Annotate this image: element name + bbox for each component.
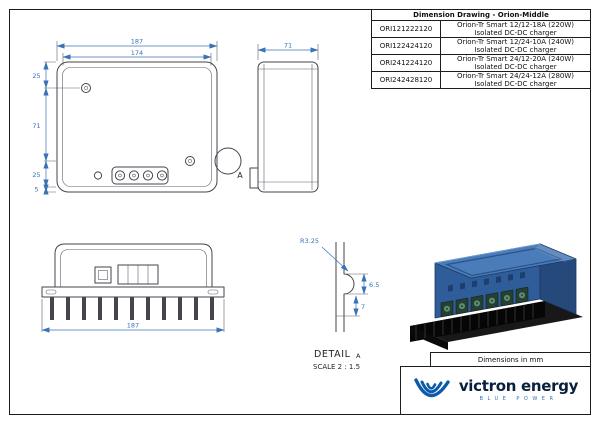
keyhole-slot-bottom <box>185 156 195 166</box>
front-outer-width-dim: 187 <box>131 38 143 46</box>
detail-radius-dim: R3.25 <box>300 237 319 245</box>
front-height-dim-base: 5 <box>34 186 38 194</box>
detail-callout-circle <box>214 147 242 175</box>
detail-scale: SCALE 2 : 1.5 <box>313 363 360 371</box>
bottom-width-dim: 187 <box>127 322 139 330</box>
part-description-cell: Orion-Tr Smart 12/12-18A (220W) Isolated… <box>440 19 591 39</box>
heatsink-fins-front <box>50 297 214 320</box>
side-depth-dim: 71 <box>284 42 292 50</box>
sheet-frame <box>9 9 591 415</box>
front-height-dim-mid: 71 <box>32 122 40 130</box>
heatsink-end <box>410 326 448 350</box>
brand-block: victron energy BLUE POWER <box>400 366 591 415</box>
detail-title-sub: A <box>356 352 361 360</box>
terminal-screws <box>444 292 525 312</box>
part-number-table: Dimension Drawing - Orion-Middle ORI1212… <box>371 9 591 90</box>
keyhole-slot-top <box>81 83 91 93</box>
heatsink-fin-lines <box>415 303 534 340</box>
table-row: ORI241224120 Orion-Tr Smart 24/12-20A (2… <box>371 54 591 73</box>
table-row: ORI242428120 Orion-Tr Smart 24/24-12A (2… <box>371 71 591 90</box>
terminal-block-outline <box>111 166 169 185</box>
side-connector-tab <box>249 167 259 189</box>
detail-a-view: R3.25 6.5 7 DETAIL A SCALE 2 : 1.5 <box>300 237 379 371</box>
side-view: 71 <box>249 42 319 193</box>
front-height-dim-top: 25 <box>32 72 40 80</box>
part-number-cell: ORI242428120 <box>371 71 441 90</box>
table-title: Dimension Drawing - Orion-Middle <box>371 9 591 21</box>
units-label: Dimensions in mm <box>477 356 544 364</box>
heatsink-front <box>410 301 545 342</box>
detail-edge-dim: 7 <box>361 303 365 311</box>
front-vents <box>448 271 525 292</box>
detail-title: DETAIL <box>314 349 351 360</box>
table-row: ORI121222120 Orion-Tr Smart 12/12-18A (2… <box>371 19 591 39</box>
part-description-cell: Orion-Tr Smart 24/12-20A (240W) Isolated… <box>440 54 591 73</box>
brand-text: victron energy BLUE POWER <box>458 377 579 403</box>
victron-logo-icon <box>414 377 450 397</box>
mounting-flange <box>41 286 225 298</box>
table-row: ORI122424120 Orion-Tr Smart 12/24-10A (2… <box>371 37 591 56</box>
top-groove <box>444 247 564 277</box>
part-number-cell: ORI121222120 <box>371 19 441 39</box>
brand-tagline: BLUE POWER <box>479 396 558 402</box>
front-inner-width-dim: 174 <box>131 49 143 57</box>
front-view: A 187 174 25 71 25 5 <box>32 38 243 195</box>
product-render <box>410 243 583 350</box>
part-number-cell: ORI241224120 <box>371 54 441 73</box>
part-number-cell: ORI122424120 <box>371 37 441 56</box>
part-description-cell: Orion-Tr Smart 24/24-12A (280W) Isolated… <box>440 71 591 90</box>
brand-wordmark: victron energy <box>458 377 579 395</box>
bottom-view: 187 <box>41 243 225 333</box>
part-description-cell: Orion-Tr Smart 12/24-10A (240W) Isolated… <box>440 37 591 56</box>
detail-slot-dim: 6.5 <box>369 281 379 289</box>
detail-callout-label: A <box>237 171 243 180</box>
front-height-dim-bottom: 25 <box>32 171 40 179</box>
